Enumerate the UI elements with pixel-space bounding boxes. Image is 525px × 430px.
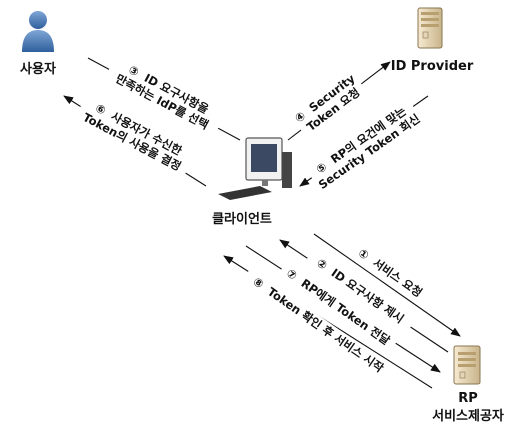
arrow-1 (313, 233, 461, 337)
server-icon (417, 7, 443, 49)
idp-label: ID Provider (391, 59, 474, 74)
rp-sublabel: 서비스제공자 (432, 409, 504, 424)
client-label: 클라이언트 (212, 211, 272, 227)
msg-1-line1: 서비스 요청 (370, 256, 425, 300)
computer-icon (218, 137, 292, 200)
rp-label: RP (458, 391, 478, 406)
user-label: 사용자 (20, 61, 56, 77)
person-icon (22, 11, 54, 52)
server-icon (453, 345, 481, 385)
